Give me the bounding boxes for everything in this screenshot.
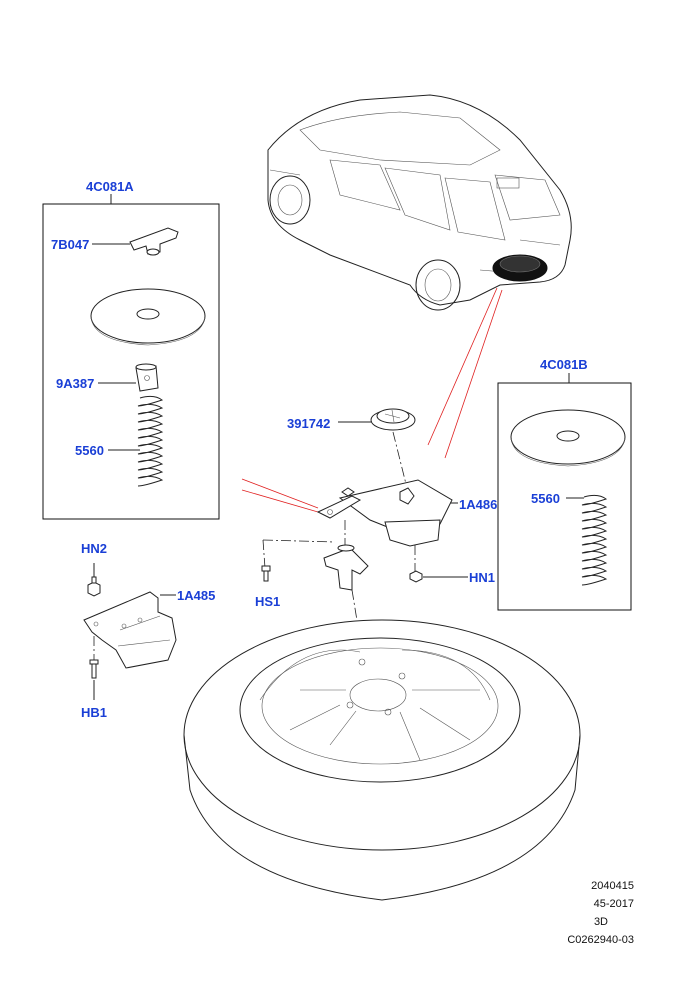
screw-hs1: [261, 565, 271, 582]
footer-code-2: 45-2017: [593, 898, 634, 910]
part-391742: [370, 408, 416, 431]
footer-code-3: 3D: [593, 916, 608, 928]
disc-a: [90, 288, 206, 346]
group-box-4c081a: [42, 203, 220, 520]
nut-hn1: [409, 570, 423, 583]
part-label-7b047[interactable]: 7B047: [51, 237, 90, 252]
spring-b: [581, 494, 608, 586]
bracket-7b047: [129, 227, 179, 256]
spare-wheel: [183, 619, 581, 901]
part-label-5560-a[interactable]: 5560: [75, 443, 104, 458]
part-label-1a485[interactable]: 1A485: [177, 588, 216, 603]
leader-line-red: [241, 478, 319, 509]
nut-hn2: [87, 576, 101, 597]
leader-line-red: [444, 289, 503, 459]
part-label-hn2[interactable]: HN2: [81, 541, 108, 556]
leader-line-red: [427, 287, 498, 446]
group-box-4c081b: [497, 382, 632, 611]
spring-a: [137, 395, 164, 487]
part-label-5560-b[interactable]: 5560: [531, 491, 560, 506]
part-label-391742[interactable]: 391742: [287, 416, 331, 431]
footer-code-1: 2040415: [591, 880, 634, 892]
bolt-hb1: [89, 659, 99, 679]
part-label-hn1[interactable]: HN1: [469, 570, 496, 585]
disc-b: [510, 409, 626, 467]
part-label-9a387[interactable]: 9A387: [56, 376, 95, 391]
part-label-1a486[interactable]: 1A486: [459, 497, 498, 512]
part-label-hs1[interactable]: HS1: [255, 594, 281, 609]
vehicle-illustration: [267, 94, 572, 311]
jack-bracket: [323, 544, 369, 591]
leader-line-red: [241, 489, 319, 513]
group-label-4c081b[interactable]: 4C081B: [540, 357, 588, 372]
group-label-4c081a[interactable]: 4C081A: [86, 179, 134, 194]
carrier-1a486: [316, 479, 453, 547]
bracket-1a485: [83, 591, 177, 669]
part-9a387: [135, 363, 159, 392]
part-label-hb1[interactable]: HB1: [81, 705, 108, 720]
footer-code-4: C0262940-03: [567, 934, 634, 946]
